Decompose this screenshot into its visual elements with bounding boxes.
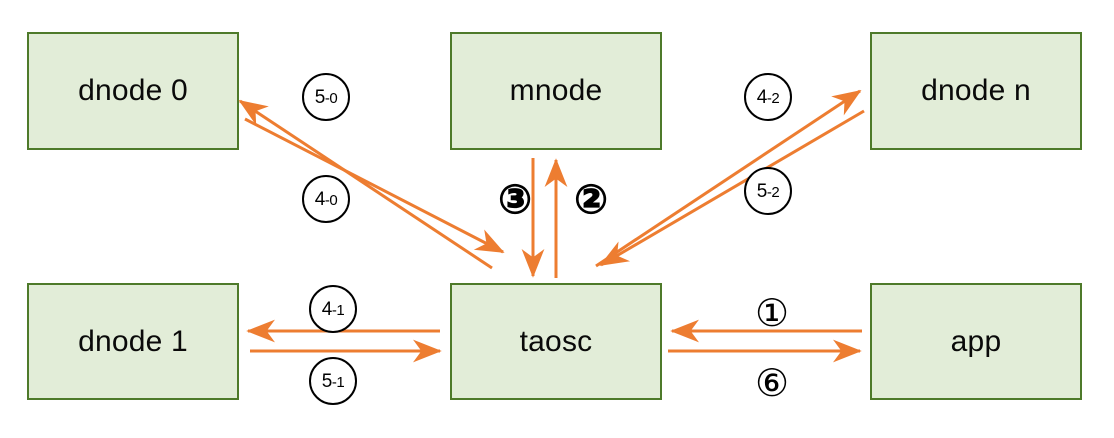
node-app[interactable]: app bbox=[870, 283, 1082, 400]
label-5-1: 5-1 bbox=[309, 357, 357, 405]
label-4-2: 4-2 bbox=[744, 73, 792, 121]
label-1: ① bbox=[749, 290, 795, 336]
label-text: 4-0 bbox=[314, 188, 338, 210]
circled-three-icon: ③ bbox=[498, 177, 533, 223]
node-dnode-0[interactable]: dnode 0 bbox=[27, 32, 239, 150]
label-3: ③ bbox=[492, 177, 538, 223]
node-dnode-n[interactable]: dnode n bbox=[870, 32, 1082, 150]
circled-one-icon: ① bbox=[754, 291, 790, 335]
node-label: dnode 0 bbox=[78, 74, 188, 107]
label-text: 4-1 bbox=[321, 298, 345, 320]
label-text: 4-2 bbox=[756, 86, 780, 108]
node-label: dnode n bbox=[921, 74, 1031, 107]
label-text: 5-1 bbox=[321, 370, 345, 392]
label-5-2: 5-2 bbox=[744, 167, 792, 215]
label-text: 5-2 bbox=[756, 180, 780, 202]
circled-six-icon: ⑥ bbox=[754, 361, 790, 405]
circled-two-icon: ② bbox=[574, 177, 609, 223]
label-2: ② bbox=[568, 177, 614, 223]
label-4-1: 4-1 bbox=[309, 285, 357, 333]
node-taosc[interactable]: taosc bbox=[450, 283, 662, 400]
label-6: ⑥ bbox=[749, 360, 795, 406]
node-label: dnode 1 bbox=[78, 324, 188, 358]
node-label: taosc bbox=[519, 324, 593, 358]
node-label: mnode bbox=[509, 74, 603, 107]
label-5-0: 5-0 bbox=[302, 73, 350, 121]
label-4-0: 4-0 bbox=[302, 175, 350, 223]
node-label: app bbox=[950, 324, 1002, 358]
node-mnode[interactable]: mnode bbox=[450, 32, 662, 150]
label-text: 5-0 bbox=[314, 86, 338, 108]
node-dnode-1[interactable]: dnode 1 bbox=[27, 283, 239, 400]
